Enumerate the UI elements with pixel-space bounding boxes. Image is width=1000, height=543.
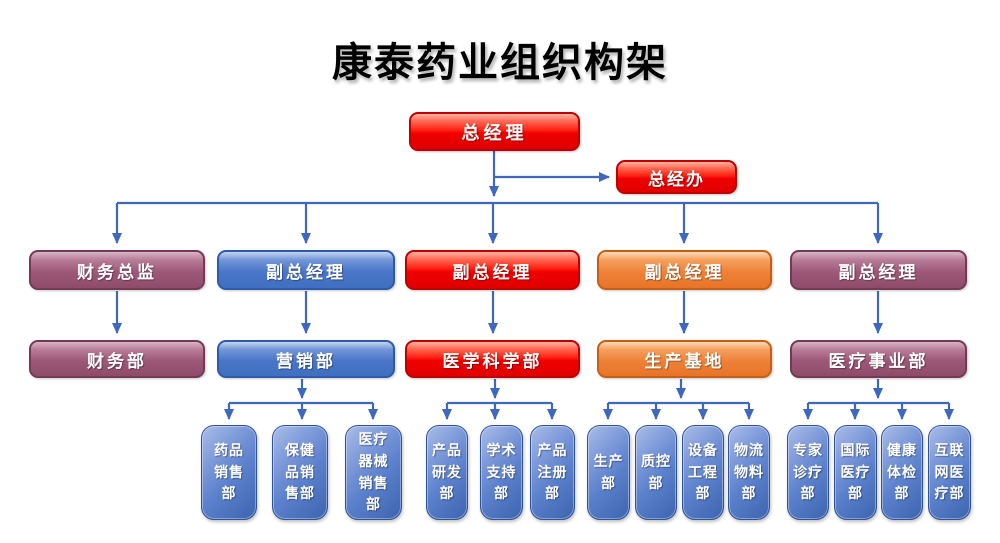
node-health-checkup-dept: 健康体检部 (881, 425, 923, 520)
node-internet-medical-dept: 互联网医疗部 (928, 425, 971, 520)
node-finance-dept: 财务部 (29, 340, 205, 378)
node-equipment-engineering-dept: 设备工程部 (682, 425, 724, 520)
node-deputy-gm-production: 副总经理 (597, 250, 772, 290)
node-medical-device-sales-dept: 医疗器械销售部 (345, 425, 402, 520)
node-international-medical-dept: 国际医疗部 (834, 425, 877, 520)
node-drug-sales-dept: 药品销售部 (201, 425, 257, 520)
node-expert-clinic-dept: 专家诊疗部 (787, 425, 829, 520)
node-quality-control-dept: 质控部 (635, 425, 677, 520)
node-deputy-gm-marketing: 副总经理 (217, 250, 395, 290)
node-deputy-gm-medical: 副总经理 (405, 250, 580, 290)
node-finance-director: 财务总监 (29, 250, 205, 290)
node-product-registration-dept: 产品注册部 (530, 425, 575, 520)
node-production-base: 生产基地 (597, 340, 772, 378)
node-general-manager: 总经理 (409, 112, 580, 151)
chart-title: 康泰药业组织构架 (332, 41, 668, 85)
node-medical-science-dept: 医学科学部 (405, 340, 580, 378)
node-logistics-materials-dept: 物流物料部 (728, 425, 770, 520)
node-medical-business-dept: 医疗事业部 (790, 340, 967, 378)
node-gm-office: 总经办 (616, 160, 737, 194)
node-product-rd-dept: 产品研发部 (426, 425, 468, 520)
node-production-dept: 生产部 (587, 425, 630, 520)
node-academic-support-dept: 学术支持部 (480, 425, 523, 520)
node-marketing-dept: 营销部 (217, 340, 395, 378)
node-health-product-sales-dept: 保健品销售部 (272, 425, 328, 520)
node-deputy-gm-medical-business: 副总经理 (790, 250, 967, 290)
